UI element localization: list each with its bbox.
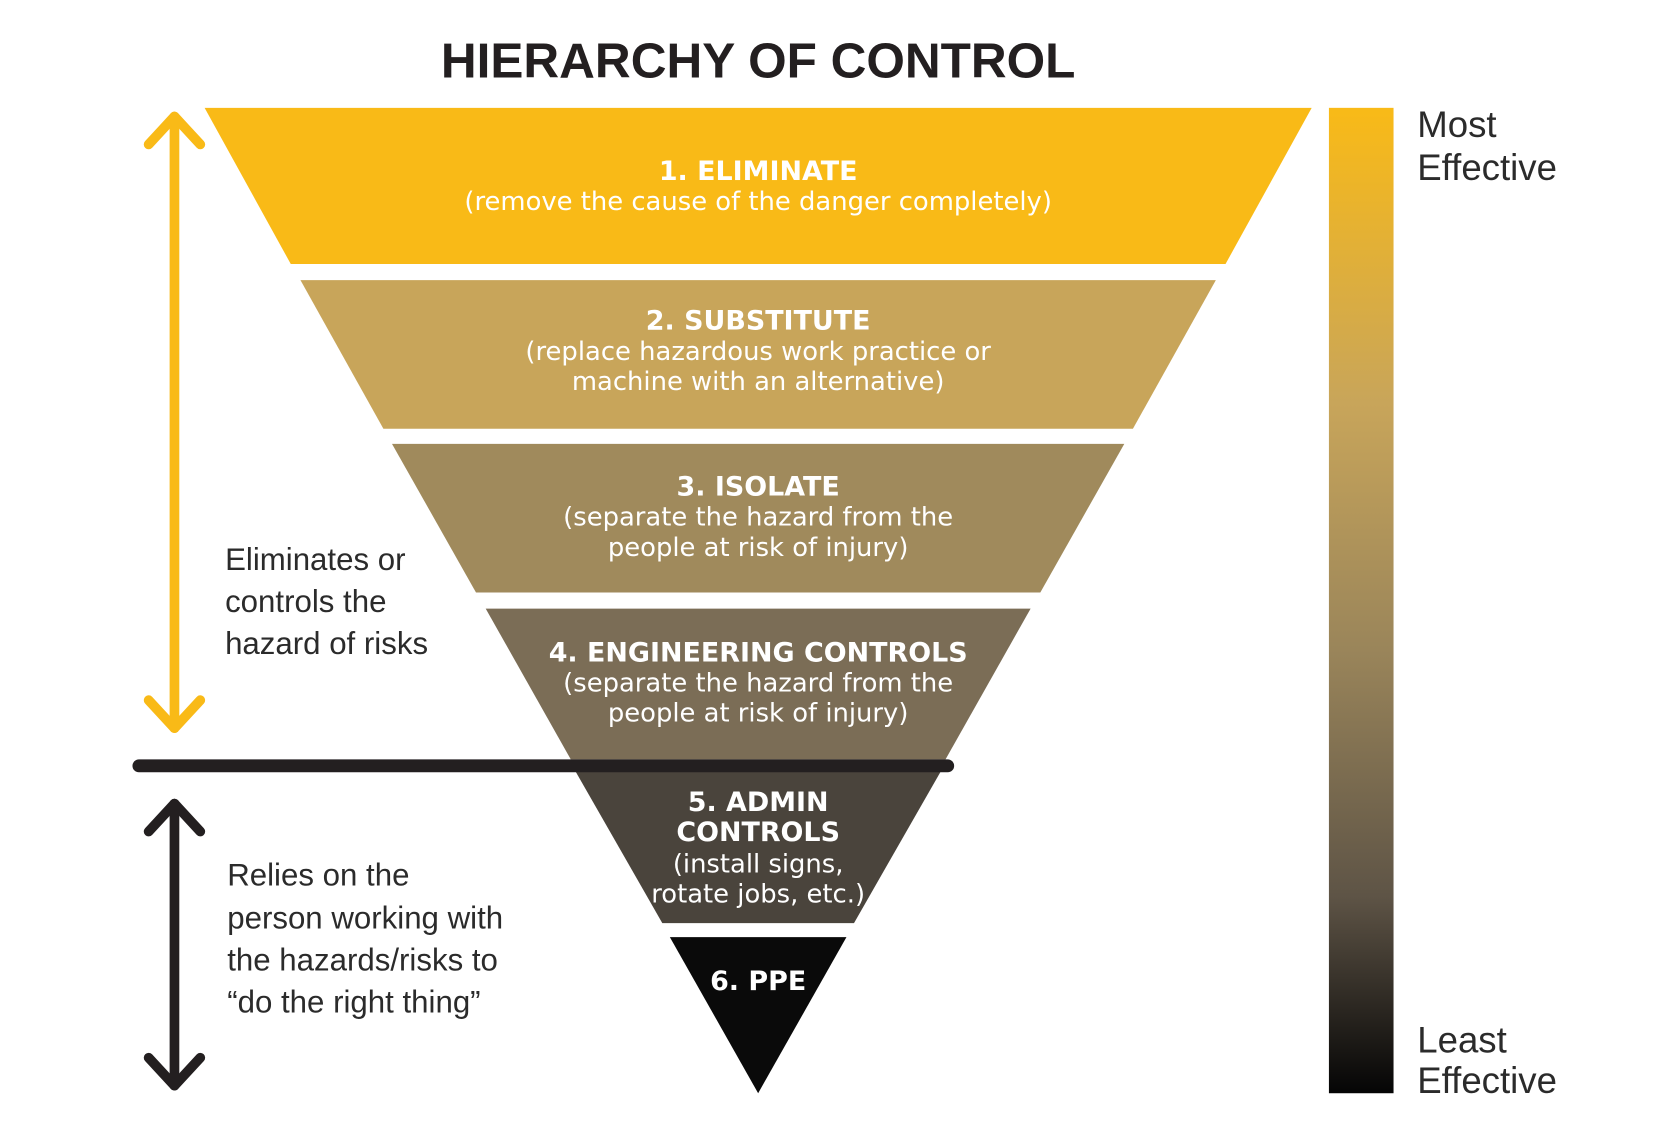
level-1-title: 1. ELIMINATE — [659, 156, 858, 187]
lower-note: “do the right thing” — [227, 984, 480, 1019]
level-5-desc: rotate jobs, etc.) — [651, 880, 865, 910]
level-3-title: 3. ISOLATE — [677, 472, 840, 503]
lower-note: Relies on the — [227, 857, 409, 892]
lower-note: the hazards/risks to — [227, 942, 498, 977]
scale-top-label: Effective — [1417, 147, 1557, 188]
lower-note: person working with — [227, 900, 503, 935]
level-5-title: CONTROLS — [676, 817, 840, 848]
effectiveness-gradient-bar — [1328, 107, 1394, 1094]
double-arrow-icon — [143, 798, 206, 1091]
band-admin — [572, 766, 944, 924]
band-eliminate — [204, 107, 1312, 264]
level-6-title: 6. PPE — [710, 966, 806, 997]
band-isolate — [392, 443, 1125, 593]
level-5-desc: (install signs, — [673, 849, 844, 879]
band-engineering — [485, 608, 1031, 760]
scale-bottom-label: Least — [1417, 1019, 1507, 1060]
level-4-desc: (separate the hazard from the — [563, 669, 953, 699]
upper-note: controls the — [225, 584, 386, 619]
level-2-title: 2. SUBSTITUTE — [646, 306, 871, 337]
band-substitute — [300, 280, 1216, 429]
level-2-desc: machine with an alternative) — [572, 367, 945, 397]
upper-note: Eliminates or — [225, 542, 405, 577]
level-4-title: 4. ENGINEERING CONTROLS — [549, 637, 968, 668]
level-3-desc: (separate the hazard from the — [563, 503, 953, 533]
band-ppe — [669, 937, 847, 1094]
scale-bottom-label: Effective — [1417, 1060, 1557, 1101]
level-5-title: 5. ADMIN — [688, 787, 829, 818]
upper-note: hazard of risks — [225, 626, 428, 661]
level-1-desc: (remove the cause of the danger complete… — [464, 187, 1052, 217]
page-title: HIERARCHY OF CONTROL — [441, 34, 1076, 89]
scale-top-label: Most — [1417, 104, 1496, 145]
level-2-desc: (replace hazardous work practice or — [525, 337, 991, 367]
double-arrow-icon — [143, 111, 206, 733]
level-4-desc: people at risk of injury) — [608, 699, 909, 729]
level-3-desc: people at risk of injury) — [608, 533, 909, 563]
